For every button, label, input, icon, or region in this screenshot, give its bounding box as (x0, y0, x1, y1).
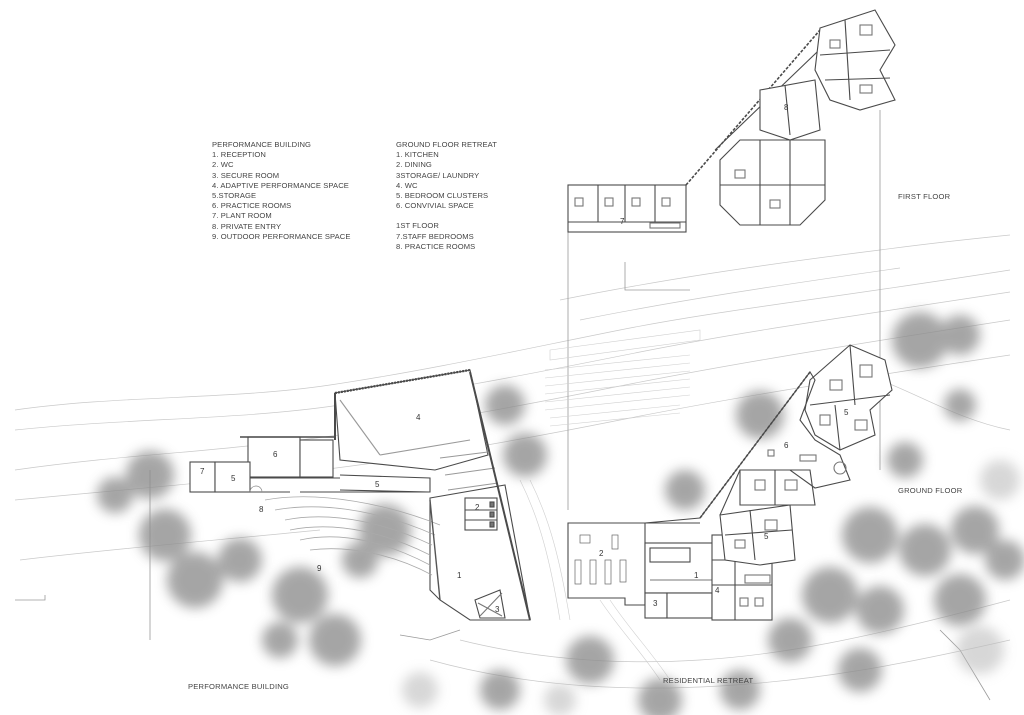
legend-title: GROUND FLOOR RETREAT (396, 140, 498, 149)
legend-item: 7.STAFF BEDROOMS (396, 231, 474, 241)
legend-item: 8. PRIVATE ENTRY (212, 221, 282, 231)
legend-item: 4. WC (396, 180, 418, 190)
room-number: 5 (375, 480, 380, 489)
legend-item: 8. PRACTICE ROOMS (396, 241, 476, 251)
legend-retreat: GROUND FLOOR RETREAT 1. KITCHEN 2. DININ… (396, 140, 497, 252)
room-number: 1 (457, 571, 462, 580)
first-floor-label: FIRST FLOOR (898, 192, 951, 201)
residential-retreat-label: RESIDENTIAL RETREAT (663, 676, 754, 685)
legend-item: 3. SECURE ROOM (212, 170, 280, 180)
tree-canopies-light (402, 460, 1020, 715)
room-number: 5 (231, 474, 236, 483)
legend-item: 3STORAGE/ LAUNDRY (396, 170, 480, 180)
legend-item: 2. WC (212, 160, 234, 170)
room-number: 1 (694, 571, 699, 580)
legend-item: 1. RECEPTION (212, 150, 266, 160)
room-number: 3 (653, 599, 658, 608)
room-number: 6 (784, 441, 789, 450)
legend-item: 4. ADAPTIVE PERFORMANCE SPACE (212, 180, 349, 190)
legend-title: PERFORMANCE BUILDING (212, 140, 312, 149)
legend-item: 7. PLANT ROOM (212, 211, 272, 221)
room-number: 8 (784, 103, 789, 112)
tree-canopies (97, 312, 1024, 715)
legend-item: 5. BEDROOM CLUSTERS (396, 191, 489, 201)
legend-item: 6. CONVIVIAL SPACE (396, 201, 474, 211)
ground-floor-label: GROUND FLOOR (898, 486, 963, 495)
legend-performance-building: PERFORMANCE BUILDING 1. RECEPTION 2. WC … (212, 140, 351, 242)
performance-building-plan (189, 368, 531, 621)
legend-item: 5.STORAGE (212, 191, 257, 201)
ramp-hatching (519, 329, 701, 681)
legend-item: 2. DINING (396, 160, 432, 170)
room-number: 9 (317, 564, 322, 573)
room-number: 8 (259, 505, 264, 514)
room-number: 3 (495, 605, 500, 614)
room-number: 4 (416, 413, 421, 422)
room-number: 4 (715, 586, 720, 595)
room-number: 7 (200, 467, 205, 476)
performance-building-label: PERFORMANCE BUILDING (188, 682, 290, 691)
residential-retreat-plan (567, 344, 893, 621)
room-number: 7 (620, 217, 625, 226)
first-floor-plan (567, 9, 896, 233)
room-number: 2 (475, 503, 480, 512)
room-number: 2 (599, 549, 604, 558)
legend-subtitle: 1ST FLOOR (396, 221, 439, 231)
legend-item: 9. OUTDOOR PERFORMANCE SPACE (212, 231, 351, 241)
room-number: 5 (764, 532, 769, 541)
room-number: 6 (273, 450, 278, 459)
room-number: 5 (844, 408, 849, 417)
legend-item: 1. KITCHEN (396, 150, 439, 160)
legend-item: 6. PRACTICE ROOMS (212, 201, 292, 211)
